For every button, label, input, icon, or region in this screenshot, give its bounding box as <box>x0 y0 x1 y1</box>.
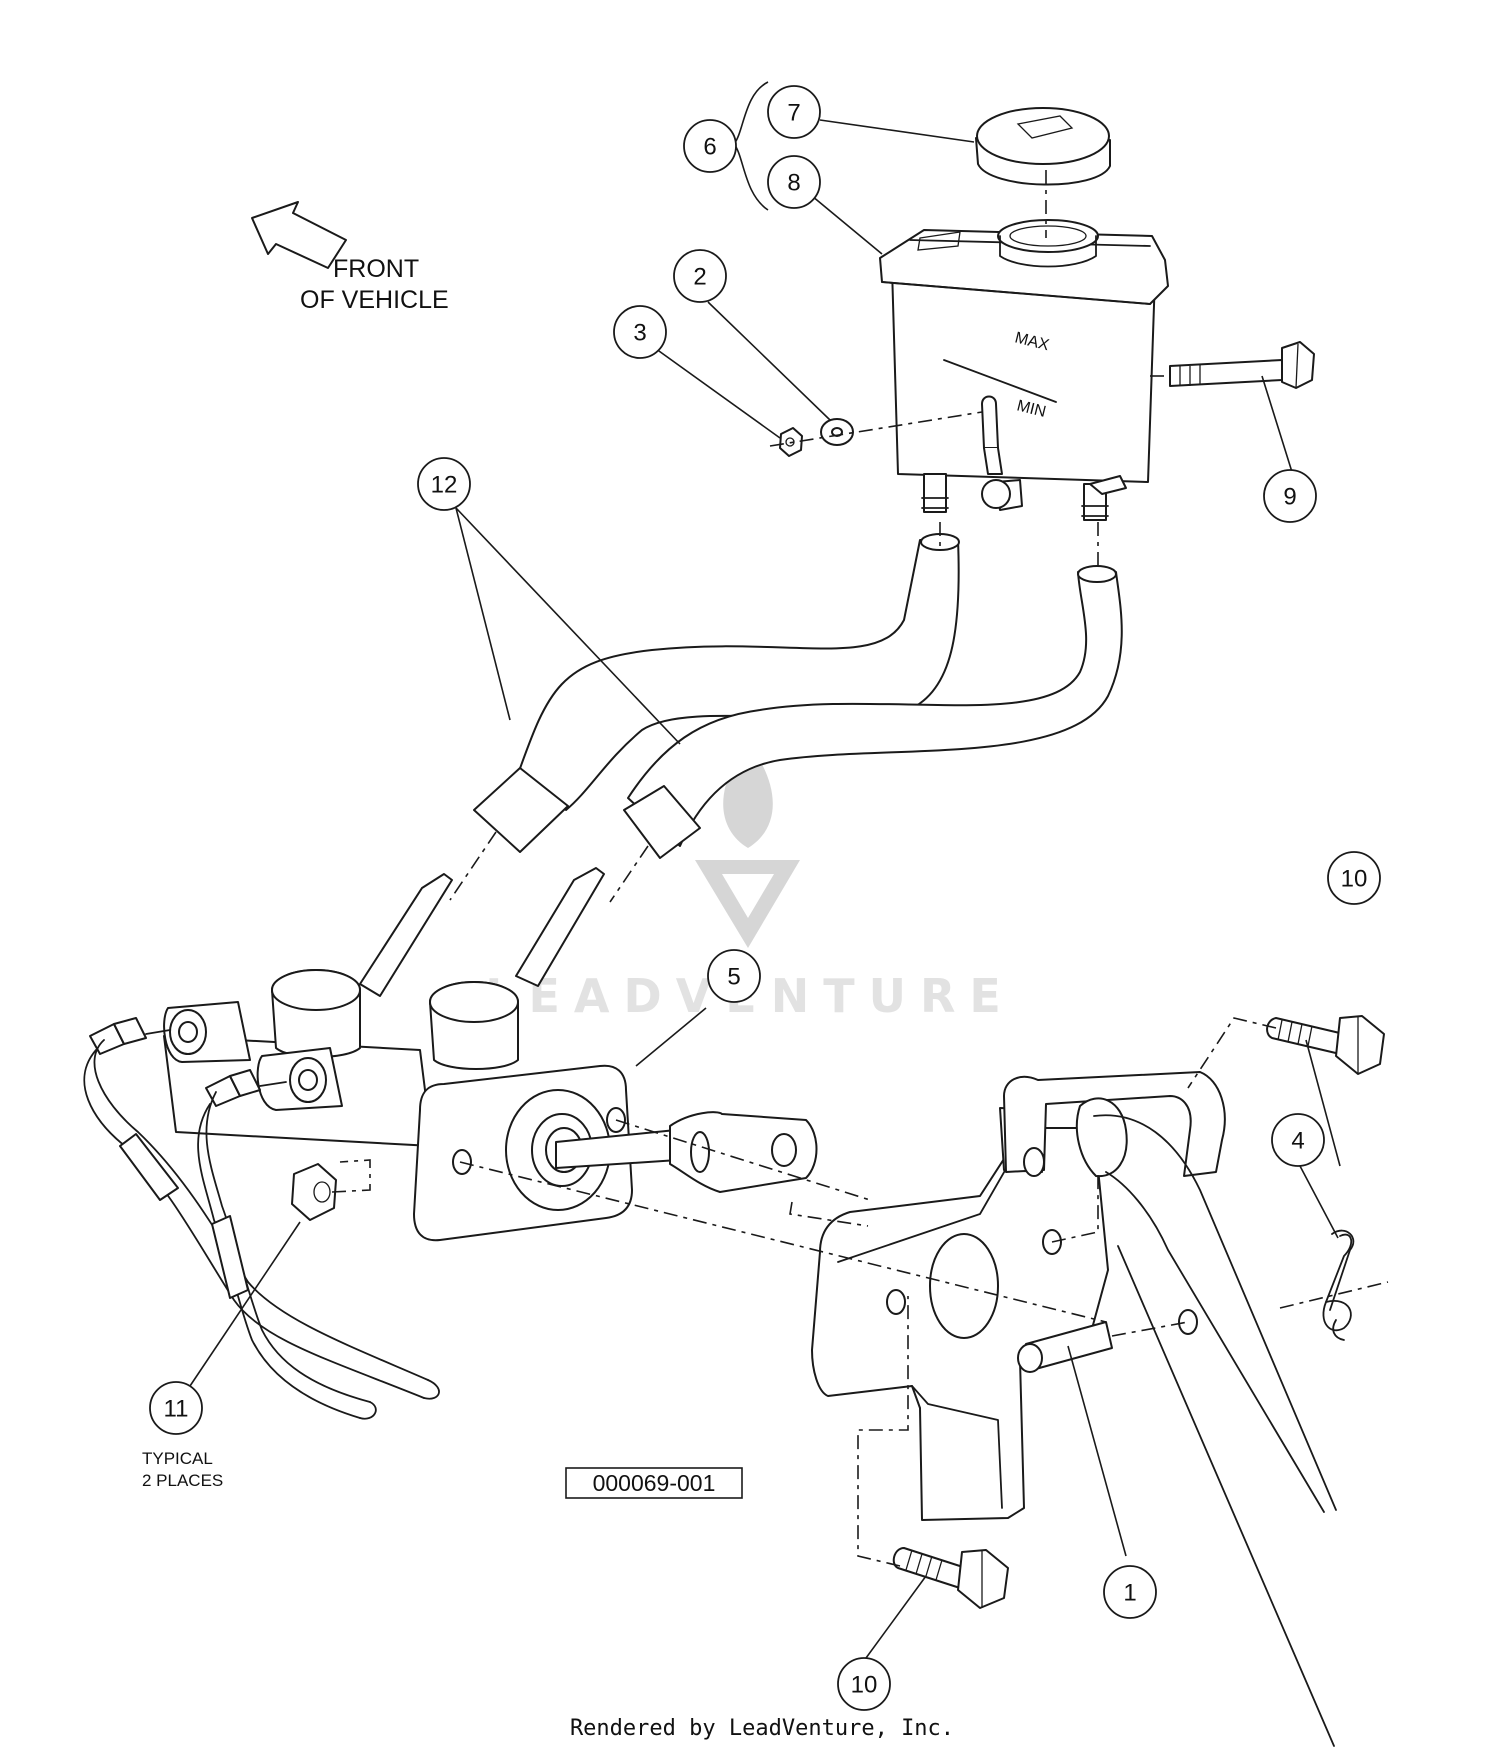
svg-text:2: 2 <box>693 264 706 291</box>
note-line1: TYPICAL <box>142 1449 213 1468</box>
fitting-centerline <box>331 1159 371 1193</box>
pedal-bracket <box>811 1071 1226 1521</box>
callout-1: 1 <box>1103 1565 1157 1619</box>
washer <box>820 418 854 446</box>
callout-4: 4 <box>1271 1113 1325 1167</box>
min-label: MIN <box>1015 397 1048 421</box>
callout-5: 5 <box>707 949 761 1003</box>
svg-text:1: 1 <box>1123 1580 1136 1607</box>
callout-3: 3 <box>613 305 667 359</box>
bracket-bolt-lower-centerline <box>857 1296 909 1567</box>
svg-text:10: 10 <box>851 1672 878 1699</box>
hose-left-lower-centerline <box>449 831 497 901</box>
callout-10-lower: 10 <box>837 1657 891 1711</box>
flange-upper-centerline <box>615 1119 871 1201</box>
bracket-bolt-upper-centerline <box>1187 1017 1277 1089</box>
front-arrow-icon <box>251 201 347 269</box>
cotter-clip <box>1322 1229 1355 1341</box>
svg-text:9: 9 <box>1283 484 1296 511</box>
footer-credit: Rendered by LeadVenture, Inc. <box>570 1716 954 1741</box>
bracket-bolt-lower <box>892 1547 1009 1609</box>
bracket-bolt-upper <box>1266 1015 1385 1075</box>
svg-text:11: 11 <box>164 1396 189 1423</box>
brake-line-fitting <box>291 1163 337 1221</box>
callout-8: 8 <box>767 155 821 209</box>
clip-centerline <box>1279 1281 1389 1309</box>
mount-bolt <box>1169 341 1315 389</box>
master-cylinder <box>163 867 818 1242</box>
svg-text:10: 10 <box>1341 866 1368 893</box>
callout-12: 12 <box>417 457 471 511</box>
front-label-line1: FRONT <box>333 255 419 283</box>
hose-right-lower-centerline <box>609 845 649 903</box>
washer-centerline <box>769 411 983 447</box>
svg-text:4: 4 <box>1291 1128 1304 1155</box>
hose-left <box>473 533 960 853</box>
callout-11: 11 <box>149 1381 203 1435</box>
svg-text:3: 3 <box>633 320 646 347</box>
reservoir-cap <box>975 107 1111 186</box>
drawing-number-box <box>565 1467 743 1499</box>
reservoir <box>879 219 1169 521</box>
callout-2: 2 <box>673 249 727 303</box>
svg-text:5: 5 <box>727 964 740 991</box>
pin-centerline <box>1111 1321 1189 1337</box>
svg-text:8: 8 <box>787 170 800 197</box>
flange-to-bracket-centerline <box>459 1161 1107 1323</box>
pedal-arm <box>1093 1114 1337 1747</box>
svg-text:7: 7 <box>787 100 800 127</box>
clevis-centerline <box>789 1201 869 1227</box>
note-line2: 2 PLACES <box>142 1471 223 1490</box>
svg-text:6: 6 <box>703 134 716 161</box>
hose-right <box>623 565 1123 859</box>
drawing-number: 000069-001 <box>593 1470 716 1496</box>
callout-10-upper: 10 <box>1327 851 1381 905</box>
callout-7: 7 <box>767 85 821 139</box>
callout-6: 6 <box>683 119 737 173</box>
clevis-pin <box>1017 1321 1113 1373</box>
front-label-line2: OF VEHICLE <box>300 286 449 314</box>
brake-lines <box>83 1017 440 1420</box>
callout-9: 9 <box>1263 469 1317 523</box>
svg-text:12: 12 <box>431 472 458 499</box>
